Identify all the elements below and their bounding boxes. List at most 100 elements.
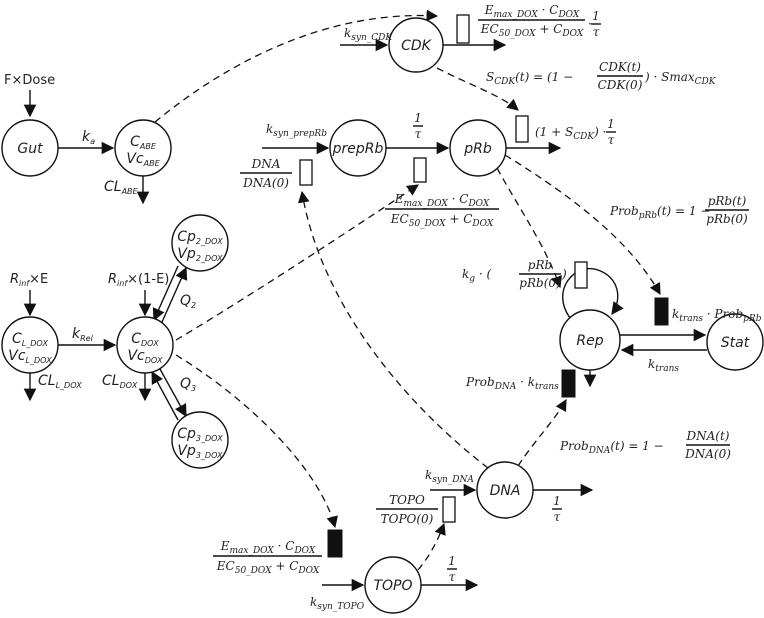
label-part: DOX [120, 381, 138, 390]
node-c-abe: CABE VcABE [114, 119, 172, 177]
label-part: C [289, 559, 298, 573]
label-part: (t) = 1 − [610, 439, 663, 453]
ksyn-preprb-label: ksyn_prepRb [266, 122, 327, 139]
label-part: trans [535, 382, 559, 392]
svg-text:ProbDNA(t) = 1 −: ProbDNA(t) = 1 − [559, 439, 664, 456]
dna-ratio-box [299, 159, 313, 186]
ktrans-prob-box [654, 297, 669, 326]
svg-text:Cp2_DOX: Cp2_DOX [177, 229, 223, 246]
label-part: EC [390, 212, 409, 226]
label-part: inf [19, 279, 30, 288]
label-part: + [446, 212, 464, 226]
svg-text:VcL_DOX: VcL_DOX [8, 348, 52, 365]
svg-text:1: 1 [592, 9, 600, 23]
label-part: DNA [494, 382, 517, 392]
svg-text:·: · [588, 17, 592, 31]
ksyn-topo-label: ksyn_TOPO [310, 595, 365, 612]
dna-rep-effect [517, 398, 567, 467]
svg-text:SCDK(t) = (1 −: SCDK(t) = (1 − [486, 70, 573, 87]
label-part: Q [180, 293, 191, 309]
node-label: Gut [17, 141, 43, 157]
svg-text:pRb(t): pRb(t) [708, 194, 747, 208]
tau-dna: 1 τ [552, 494, 562, 524]
label-part: 2_DOX [196, 237, 223, 246]
node-cdk: CDK [388, 17, 444, 73]
svg-text:Emax_DOX · CDOX: Emax_DOX · CDOX [394, 192, 490, 209]
svg-text:VcDOX: VcDOX [127, 348, 163, 365]
node-c-dox: CDOX VcDOX [116, 316, 174, 374]
tau-cdk: 1 τ [591, 9, 601, 39]
effect-arrows [154, 9, 661, 571]
emax-formula-topo: Emax_DOX · CDOX EC50_DOX + CDOX [213, 539, 322, 576]
label-part: syn_prepRb [273, 129, 327, 139]
emax-formula-cdk: Emax_DOX · CDOX EC50_DOX + CDOX · [478, 3, 592, 39]
emax-formula-prb: Emax_DOX · CDOX EC50_DOX + CDOX [385, 192, 499, 229]
svg-text:Emax_DOX · CDOX: Emax_DOX · CDOX [220, 539, 316, 556]
label-part: CL [38, 373, 56, 389]
label-part: EC [216, 559, 235, 573]
label-part: Q [180, 376, 191, 392]
svg-text:τ: τ [593, 25, 600, 39]
label-part: DOX [467, 199, 489, 209]
label-part: · [274, 539, 285, 553]
label-part: pRb [743, 314, 762, 324]
label-part: · Prob [703, 307, 743, 321]
tau-topo: 1 τ [447, 554, 457, 584]
label-part: g [469, 274, 475, 284]
svg-text:τ: τ [415, 127, 422, 141]
ktrans-label: ktrans [648, 357, 679, 374]
svg-text:) · SmaxCDK: ) · SmaxCDK [644, 70, 717, 87]
label-part: trans [655, 364, 679, 374]
label-part: EC [480, 22, 499, 36]
label-part: CDK [494, 77, 516, 87]
label-part: 3_DOX [196, 434, 223, 443]
label-part: Cp [177, 426, 196, 442]
label-part: (t) = [515, 70, 547, 84]
label-part: max_DOX [493, 10, 538, 20]
svg-text:CL_DOX: CL_DOX [12, 331, 48, 348]
krel-label: kRel [72, 326, 94, 343]
svg-text:Cp3_DOX: Cp3_DOX [177, 426, 223, 443]
prob-dna-ktrans-label: ProbDNA · ktrans [465, 375, 559, 392]
label-part: · [538, 3, 549, 17]
label-part: R [108, 272, 117, 287]
svg-text:DNA(t): DNA(t) [686, 429, 730, 443]
f-dose-label: F×Dose [4, 73, 55, 88]
label-part: 50_DOX [409, 219, 446, 229]
label-part: CL [104, 179, 122, 195]
svg-text:Vp3_DOX: Vp3_DOX [177, 443, 223, 460]
svg-text:1: 1 [414, 111, 422, 125]
svg-text:EC50_DOX + CDOX: EC50_DOX + CDOX [216, 559, 320, 576]
label-part: ABE [121, 187, 139, 196]
q2-label: Q2 [180, 293, 196, 310]
dna-ratio-formula: DNA DNA(0) [240, 157, 292, 190]
node-cp3: Cp3_DOX Vp3_DOX [171, 411, 229, 469]
node-gut: Gut [1, 119, 59, 177]
svg-text:pRb: pRb [463, 141, 492, 157]
prb-factor-formula: (1 + SCDK) · [535, 125, 606, 142]
svg-text:pRb: pRb [528, 258, 552, 272]
label-part: 3_DOX [196, 451, 223, 460]
ktrans-prob-prb-label: ktrans · ProbpRb [672, 307, 762, 324]
label-part: a [90, 137, 95, 146]
prob-dna-box [561, 369, 576, 398]
label-part: ABE [143, 159, 161, 168]
dox-prb-effect [175, 184, 419, 341]
cdk-effect-box [456, 14, 470, 44]
q3-in-arrow [151, 370, 179, 421]
label-part: L_DOX [22, 339, 49, 348]
label-part: max_DOX [229, 546, 274, 556]
label-part: k [310, 595, 317, 609]
label-part: L_DOX [56, 381, 83, 390]
label-part: C [553, 22, 562, 36]
pk-labels: F×Dose ka CLABE Rinf×E Rinf×(1-E) kRel C… [4, 73, 196, 393]
dox-prb-box [413, 157, 427, 183]
svg-text:Stat: Stat [721, 335, 750, 351]
label-part: DOX [561, 29, 583, 39]
s-cdk-formula: SCDK(t) = (1 − CDK(t) CDK(0) ) · SmaxCDK [486, 60, 717, 92]
label-part: Vp [177, 246, 196, 262]
label-part: max_DOX [403, 199, 448, 209]
label-part: C [549, 3, 558, 17]
topo-dna-effect [417, 522, 446, 571]
label-part: DOX [297, 566, 319, 576]
